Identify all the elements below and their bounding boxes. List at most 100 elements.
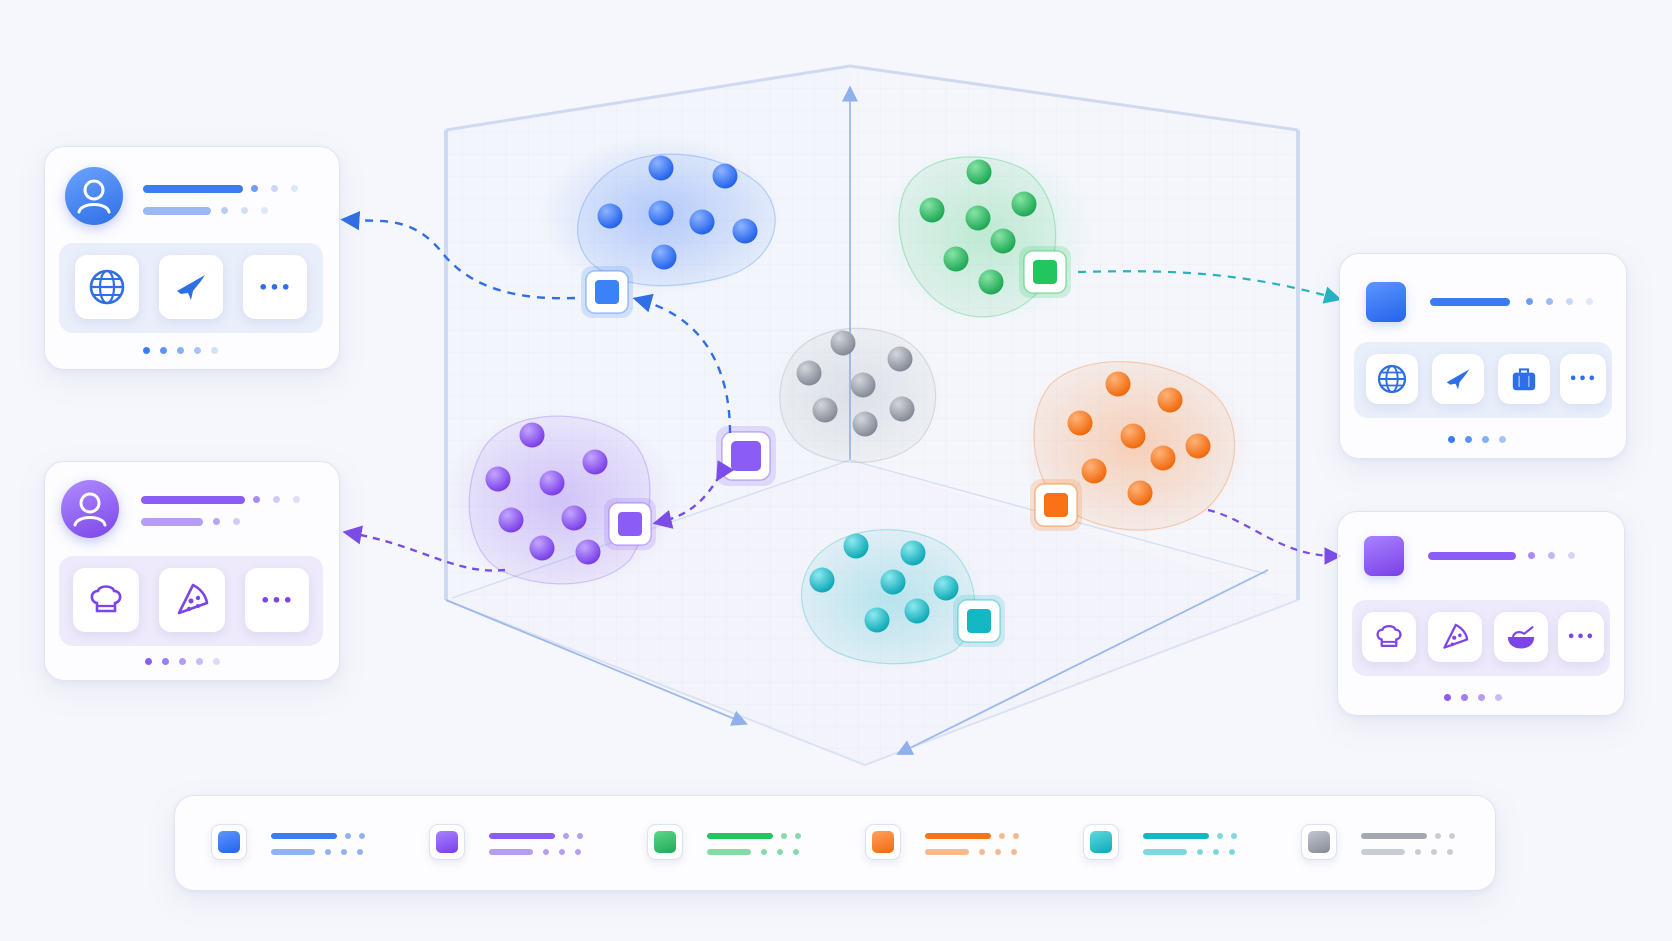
- teal-cluster-point[interactable]: [904, 598, 930, 624]
- orange-cluster-point[interactable]: [1150, 445, 1176, 471]
- suitcase-icon[interactable]: [1498, 354, 1550, 404]
- orange-cluster-point[interactable]: [1081, 458, 1107, 484]
- blue-cluster-point[interactable]: [732, 218, 758, 244]
- more-icon: •••: [258, 277, 292, 297]
- legend-subline-orange: [925, 849, 969, 855]
- legend-line-orange: [925, 833, 991, 839]
- green-cluster-anchor[interactable]: [1019, 246, 1071, 298]
- purple-cluster-point[interactable]: [498, 507, 524, 533]
- blue-cluster-point[interactable]: [689, 209, 715, 235]
- user-avatar-icon[interactable]: [65, 167, 123, 225]
- gray-cluster-point[interactable]: [830, 330, 856, 356]
- blue-cluster-anchor[interactable]: [581, 266, 633, 318]
- orange-cluster-point[interactable]: [1157, 387, 1183, 413]
- green-cluster: [875, 145, 1095, 325]
- gray-cluster-point[interactable]: [887, 346, 913, 372]
- profile-line-1: [143, 185, 243, 193]
- green-cluster-point[interactable]: [990, 228, 1016, 254]
- orange-cluster-point[interactable]: [1120, 423, 1146, 449]
- purple-cluster-point[interactable]: [582, 449, 608, 475]
- purple-cluster-anchor[interactable]: [604, 498, 656, 550]
- user-profile-card-travel[interactable]: •••: [44, 146, 340, 370]
- legend-line-blue: [271, 833, 337, 839]
- bowl-icon[interactable]: [1494, 612, 1548, 662]
- connector-green-anchor-to-card: [1077, 270, 1342, 304]
- legend-dot: [357, 849, 363, 855]
- legend-dot: [341, 849, 347, 855]
- chef-hat-icon[interactable]: [1362, 612, 1416, 662]
- purple-cluster-point[interactable]: [561, 505, 587, 531]
- orange-cluster-anchor[interactable]: [1030, 479, 1082, 531]
- user-profile-card-food[interactable]: •••: [44, 461, 340, 681]
- legend-swatch-blue[interactable]: [211, 824, 247, 860]
- teal-cluster-glow: [795, 530, 985, 670]
- teal-cluster-point[interactable]: [809, 567, 835, 593]
- legend-swatch-gray[interactable]: [1301, 824, 1337, 860]
- more-button[interactable]: •••: [1558, 612, 1604, 662]
- teal-cluster-point[interactable]: [880, 569, 906, 595]
- blue-cluster-point[interactable]: [651, 244, 677, 270]
- legend-dot: [777, 849, 783, 855]
- blue-cluster-point[interactable]: [712, 163, 738, 189]
- orange-cluster-point[interactable]: [1185, 433, 1211, 459]
- teal-cluster-point[interactable]: [900, 540, 926, 566]
- result-card-food[interactable]: •••: [1337, 511, 1625, 716]
- purple-cluster-point[interactable]: [519, 422, 545, 448]
- green-cluster-point[interactable]: [965, 205, 991, 231]
- gray-cluster-point[interactable]: [812, 397, 838, 423]
- connector-purple-anchor-to-blue-anchor: [632, 293, 732, 434]
- green-cluster-point[interactable]: [978, 269, 1004, 295]
- orange-cluster-point[interactable]: [1067, 410, 1093, 436]
- orange-cluster-point[interactable]: [1105, 371, 1131, 397]
- globe-icon[interactable]: [1366, 354, 1418, 404]
- green-cluster-point[interactable]: [966, 159, 992, 185]
- purple-cluster-point[interactable]: [485, 466, 511, 492]
- legend-subline-green: [707, 849, 751, 855]
- purple-cluster-point[interactable]: [539, 470, 565, 496]
- teal-cluster-anchor[interactable]: [953, 595, 1005, 647]
- pagination-dots: [143, 347, 218, 354]
- legend-swatch-teal[interactable]: [1083, 824, 1119, 860]
- legend-dot: [1231, 833, 1237, 839]
- gray-cluster-point[interactable]: [852, 411, 878, 437]
- legend-dot: [559, 849, 565, 855]
- purple-cluster-point[interactable]: [575, 539, 601, 565]
- more-button[interactable]: •••: [245, 568, 309, 632]
- gray-cluster-point[interactable]: [796, 360, 822, 386]
- more-button[interactable]: •••: [243, 255, 307, 319]
- legend-swatch-orange[interactable]: [865, 824, 901, 860]
- teal-cluster-point[interactable]: [933, 575, 959, 601]
- legend-dot: [999, 833, 1005, 839]
- legend-swatch-purple[interactable]: [429, 824, 465, 860]
- legend-dot: [1415, 849, 1421, 855]
- purple-bridge-anchor[interactable]: [716, 426, 776, 486]
- pizza-icon[interactable]: [159, 568, 225, 632]
- chef-hat-icon[interactable]: [73, 568, 139, 632]
- teal-cluster-boundary: [801, 529, 976, 665]
- legend-swatch-green[interactable]: [647, 824, 683, 860]
- blue-cluster-point[interactable]: [648, 200, 674, 226]
- legend-line-green: [707, 833, 773, 839]
- gray-cluster-point[interactable]: [889, 396, 915, 422]
- gray-cluster-point[interactable]: [850, 372, 876, 398]
- result-card-travel[interactable]: •••: [1339, 253, 1627, 459]
- purple-cluster-point[interactable]: [529, 535, 555, 561]
- blue-cluster-point[interactable]: [648, 155, 674, 181]
- airplane-icon[interactable]: [1432, 354, 1484, 404]
- blue-cluster-point[interactable]: [597, 203, 623, 229]
- teal-cluster-point[interactable]: [864, 607, 890, 633]
- orange-cluster-point[interactable]: [1127, 480, 1153, 506]
- airplane-icon[interactable]: [159, 255, 223, 319]
- green-cluster-point[interactable]: [943, 246, 969, 272]
- teal-cluster-point[interactable]: [843, 533, 869, 559]
- legend-dot: [1447, 849, 1453, 855]
- connectors: [340, 211, 1343, 572]
- pizza-icon[interactable]: [1428, 612, 1482, 662]
- green-cluster-point[interactable]: [1011, 191, 1037, 217]
- green-cluster-point[interactable]: [919, 197, 945, 223]
- globe-icon[interactable]: [75, 255, 139, 319]
- more-button[interactable]: •••: [1560, 354, 1606, 404]
- legend-dot: [1449, 833, 1455, 839]
- user-avatar-icon[interactable]: [61, 480, 119, 538]
